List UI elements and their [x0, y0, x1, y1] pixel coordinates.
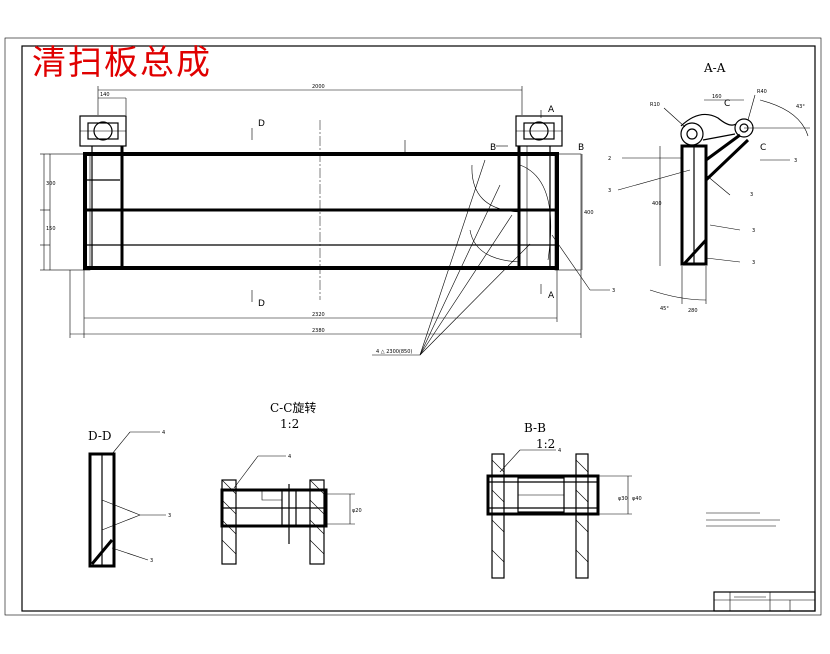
svg-text:150: 150	[46, 226, 56, 232]
svg-text:A: A	[548, 105, 555, 115]
outer-frame	[4, 37, 822, 616]
svg-text:160: 160	[712, 94, 722, 100]
svg-text:45°: 45°	[660, 306, 669, 312]
section-c-c: C-C旋转 1:2 φ20 4	[220, 400, 362, 565]
inner-frame	[21, 45, 816, 612]
title-block	[713, 591, 816, 612]
svg-text:A: A	[548, 291, 555, 301]
svg-text:280: 280	[688, 308, 698, 314]
drawing-title: 清扫板总成	[32, 43, 212, 83]
section-d-d: D-D 4 3 3	[88, 429, 171, 568]
svg-text:4: 4	[162, 430, 165, 436]
svg-text:D: D	[258, 119, 265, 129]
svg-text:C-C旋转: C-C旋转	[270, 400, 316, 415]
svg-text:400: 400	[652, 201, 662, 207]
svg-text:400: 400	[584, 210, 594, 216]
svg-text:1:2: 1:2	[280, 417, 299, 431]
svg-text:φ40: φ40	[632, 496, 642, 502]
svg-text:3: 3	[794, 158, 797, 164]
svg-text:φ30: φ30	[618, 496, 628, 502]
svg-text:φ20: φ20	[352, 508, 362, 514]
section-b-b: B-B 1:2 φ30 φ40 4	[486, 421, 642, 579]
svg-text:4: 4	[288, 454, 291, 460]
svg-text:43°: 43°	[796, 104, 805, 110]
svg-text:3: 3	[752, 260, 755, 266]
svg-text:3: 3	[150, 558, 153, 564]
svg-text:3: 3	[612, 288, 615, 294]
svg-text:2: 2	[608, 156, 611, 162]
svg-text:3: 3	[608, 188, 611, 194]
svg-text:A-A: A-A	[703, 61, 726, 75]
svg-text:2000: 2000	[312, 84, 325, 90]
svg-text:3: 3	[750, 192, 753, 198]
svg-text:D-D: D-D	[88, 429, 112, 443]
svg-text:B: B	[578, 143, 584, 153]
svg-text:B-B: B-B	[524, 421, 546, 435]
svg-text:300: 300	[46, 181, 56, 187]
svg-text:2380: 2380	[312, 328, 325, 334]
svg-text:D: D	[258, 299, 265, 309]
svg-text:R10: R10	[650, 102, 660, 108]
svg-text:4: 4	[558, 448, 561, 454]
svg-text:C: C	[724, 99, 730, 109]
svg-text:3: 3	[752, 228, 755, 234]
svg-text:R40: R40	[757, 89, 767, 95]
svg-text:4 △ 2300(850): 4 △ 2300(850)	[376, 349, 412, 355]
svg-text:B: B	[490, 143, 496, 153]
technical-notes	[706, 512, 780, 527]
svg-text:1:2: 1:2	[536, 437, 555, 451]
svg-text:3: 3	[168, 513, 171, 519]
section-a-a: A-A 400 160 R10 R40 43° C C 45° 280 2	[608, 61, 810, 314]
svg-text:2320: 2320	[312, 312, 325, 318]
svg-text:140: 140	[100, 92, 110, 98]
front-view: 140 2000 D D A	[40, 84, 615, 356]
svg-text:C: C	[760, 143, 766, 153]
